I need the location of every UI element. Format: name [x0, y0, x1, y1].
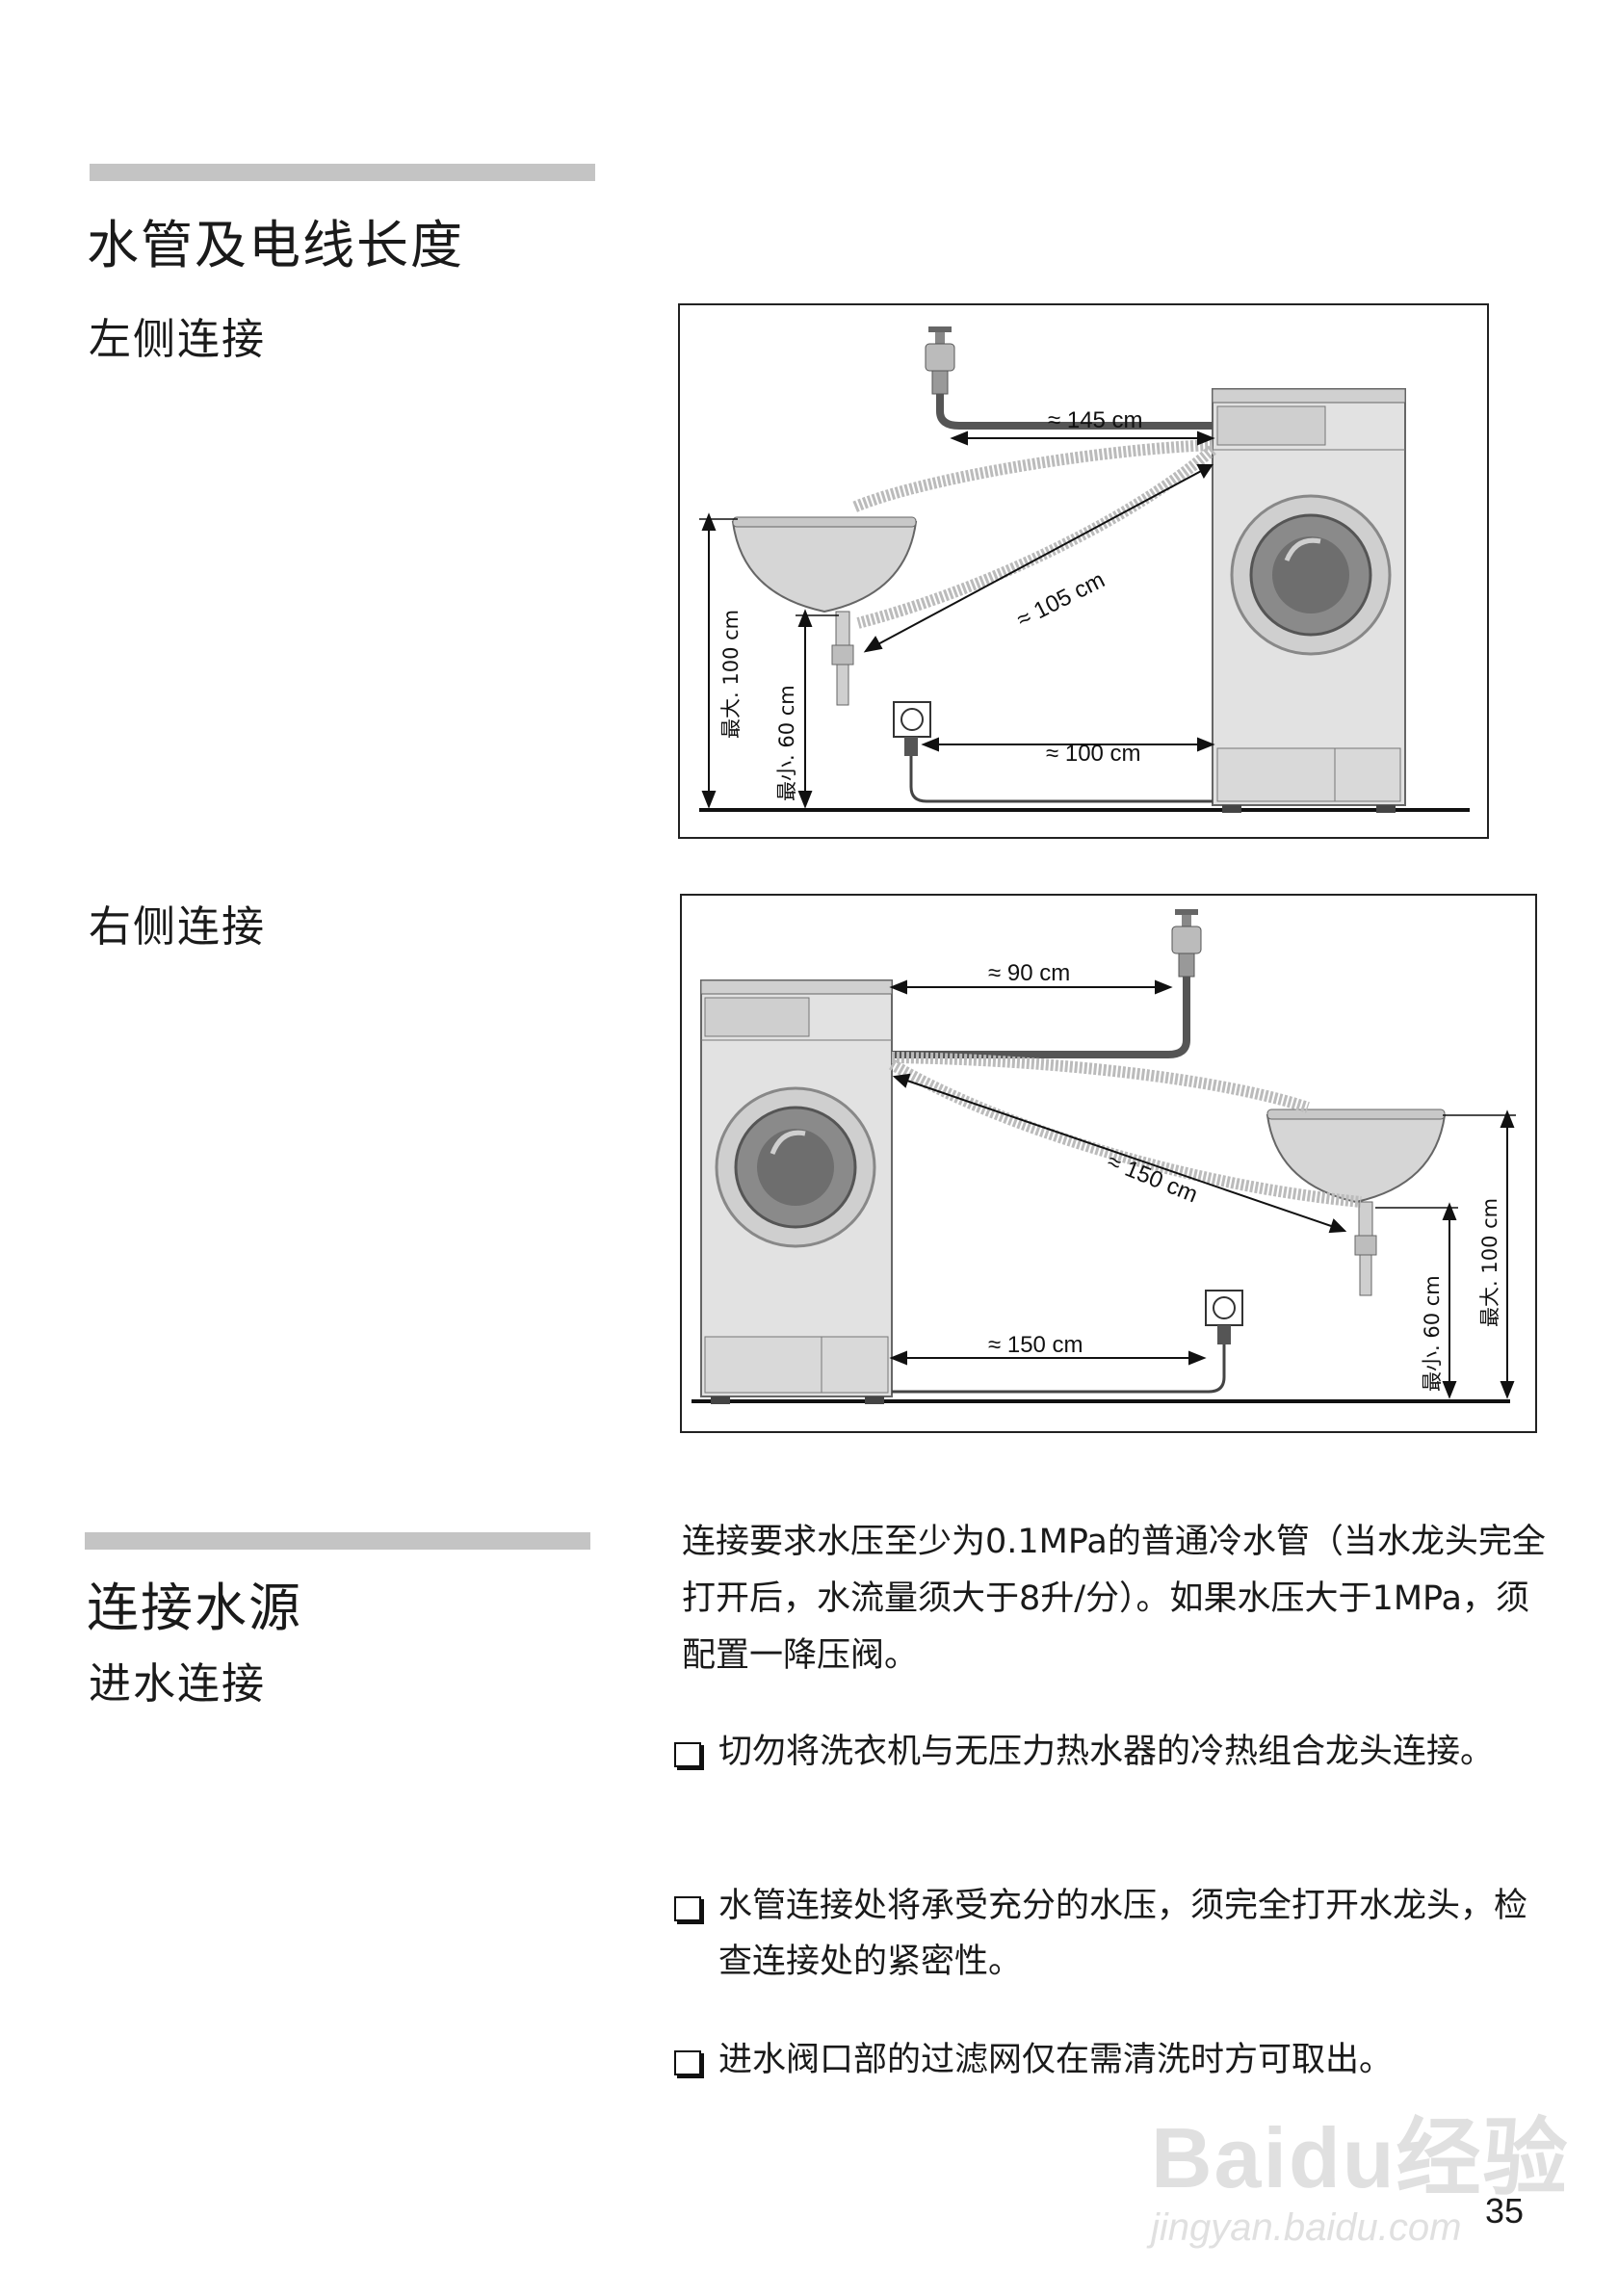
power-cable: [892, 1344, 1226, 1394]
checkbox-bullet-icon: [674, 1896, 701, 1921]
right-connection-label: 右侧连接: [89, 902, 266, 952]
tap-distance-label: ≈ 145 cm: [1048, 407, 1143, 433]
sink-icon: [1266, 1109, 1447, 1296]
water-tap-icon: [925, 326, 955, 395]
watermark-brand: Baidu经验: [1151, 2110, 1570, 2205]
section-divider: [90, 164, 595, 181]
list-item: 切勿将洗衣机与无压力热水器的冷热组合龙头连接。: [674, 1724, 1551, 1780]
watermark-url: jingyan.baidu.com: [1151, 2206, 1462, 2249]
baidu-watermark: Baidu经验 jingyan.baidu.com: [1151, 2090, 1569, 2250]
section-divider: [85, 1532, 590, 1550]
section-title: 水管及电线长度: [87, 215, 464, 275]
max-height-label: 最大. 100 cm: [1478, 1198, 1501, 1327]
left-connection-diagram: ≈ 145 cm ≈ 100 cm ≈ 105 cm 最大. 100 cm 最小…: [678, 303, 1489, 839]
drain-hose: [850, 439, 1214, 513]
right-connection-diagram: ≈ 90 cm ≈ 150 cm ≈ 150 cm 最大. 100 cm 最小.…: [680, 894, 1537, 1433]
min-height-label: 最小. 60 cm: [1421, 1275, 1444, 1392]
washing-machine-icon: [1212, 388, 1406, 813]
drain-distance-label: ≈ 150 cm: [1104, 1149, 1201, 1209]
water-supply-paragraph: 连接要求水压至少为0.1MPa的普通冷水管（当水龙头完全打开后，水流量须大于8升…: [682, 1523, 1546, 1675]
floor-line: [692, 1399, 1510, 1403]
drain-distance-label: ≈ 105 cm: [1012, 567, 1109, 634]
drain-hose: [891, 1052, 1310, 1113]
power-distance-label: ≈ 100 cm: [1046, 741, 1141, 767]
inlet-hose: [936, 394, 1213, 430]
washing-machine-icon: [700, 979, 893, 1404]
min-height-label: 最小. 60 cm: [775, 685, 798, 801]
left-connection-label: 左侧连接: [89, 315, 266, 364]
list-item-text: 进水阀口部的过滤网仅在需清洗时方可取出。: [718, 2041, 1394, 2079]
page-number: 35: [1484, 2191, 1524, 2231]
power-distance-label: ≈ 150 cm: [988, 1332, 1083, 1358]
max-height-label: 最大. 100 cm: [719, 610, 743, 739]
list-item: 水管连接处将承受充分的水压，须完全打开水龙头，检查连接处的紧密性。: [674, 1878, 1551, 1990]
list-item: 进水阀口部的过滤网仅在需清洗时方可取出。: [674, 2032, 1551, 2088]
checkbox-bullet-icon: [674, 1742, 701, 1767]
power-socket-icon: [893, 701, 931, 756]
inlet-hose: [892, 977, 1190, 1058]
section-subtitle: 进水连接: [89, 1659, 266, 1709]
floor-line: [699, 808, 1470, 812]
power-cable: [909, 756, 1213, 803]
tap-distance-label: ≈ 90 cm: [988, 960, 1070, 986]
list-item-text: 水管连接处将承受充分的水压，须完全打开水龙头，检查连接处的紧密性。: [718, 1887, 1528, 1981]
power-socket-icon: [1205, 1290, 1243, 1344]
section-title: 连接水源: [87, 1578, 302, 1638]
sink-icon: [731, 516, 918, 706]
checkbox-bullet-icon: [674, 2050, 701, 2075]
list-item-text: 切勿将洗衣机与无压力热水器的冷热组合龙头连接。: [718, 1733, 1495, 1771]
water-tap-icon: [1171, 909, 1202, 978]
